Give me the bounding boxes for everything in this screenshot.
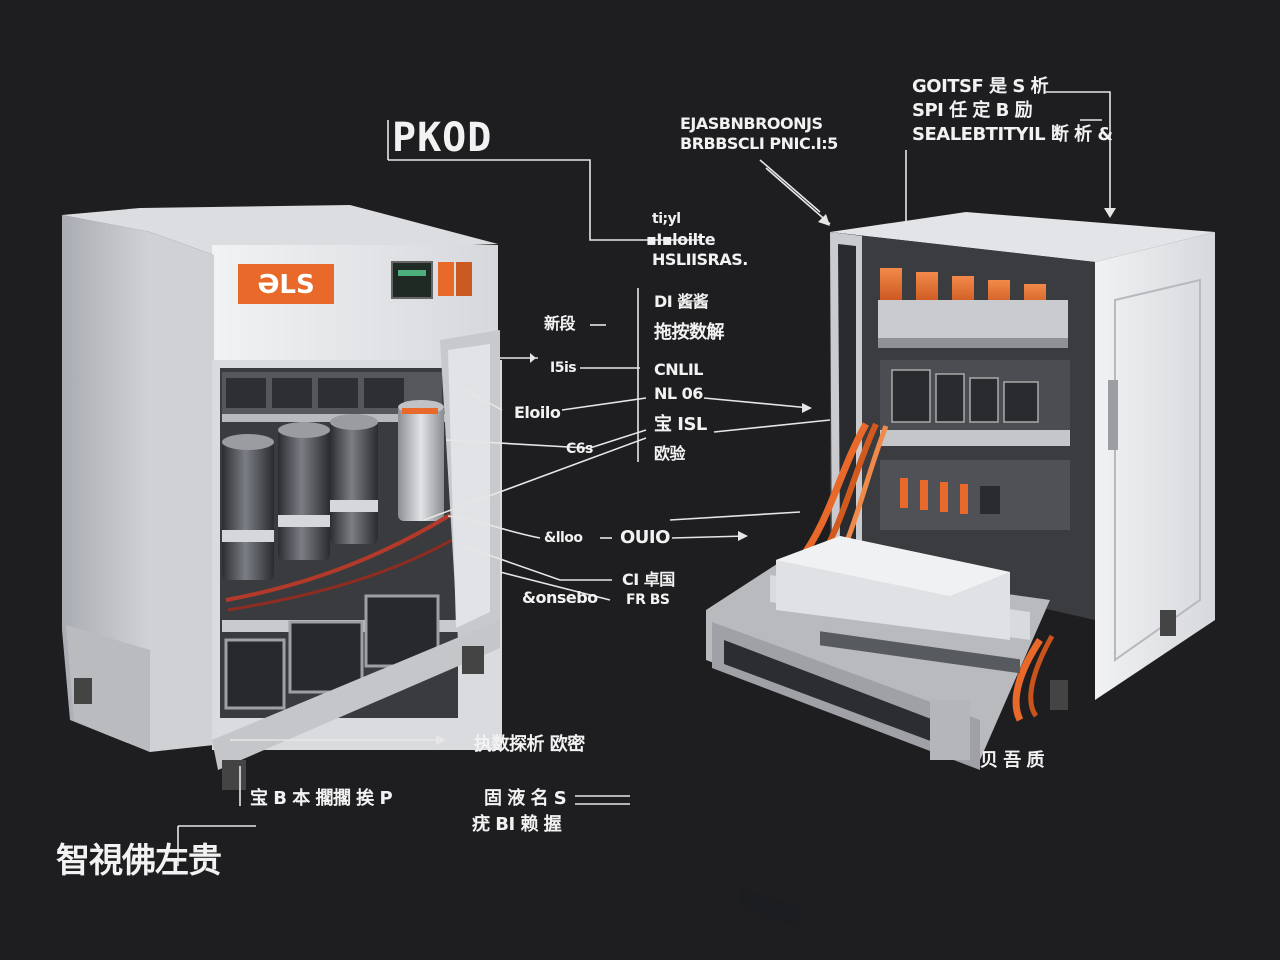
- label-c-left-2: I5is: [550, 360, 577, 376]
- label-c-left-5: &lloo: [544, 530, 583, 546]
- label-bottom-2: 宝 B 本 擱擱 挨 P: [250, 788, 393, 809]
- label-c-left-3: Eloilo: [514, 403, 561, 422]
- leader-arrows: [436, 208, 1116, 745]
- header-logo: PKOD: [392, 115, 493, 161]
- label-right-unit: 贝 吾 质: [980, 750, 1045, 771]
- label-c-mid-8: CI 卓国: [622, 570, 675, 589]
- capacitor-bank: [222, 400, 444, 580]
- label-top-right-2: SPI 任 定 B 励: [912, 100, 1033, 121]
- label-mid-small: ti;yl: [652, 211, 681, 227]
- left-cabinet-top: [62, 205, 498, 255]
- label-c-mid-5: 宝 ISL: [654, 414, 707, 435]
- indicator-light: [438, 262, 454, 296]
- right-cabinet-side: [1095, 232, 1215, 700]
- control-display: [391, 261, 433, 299]
- label-c-mid-2: 拖按数解: [654, 322, 725, 343]
- left-cabinet-frame: [150, 232, 214, 752]
- right-cabinet: [706, 212, 1215, 928]
- label-top-right-3: SEALEBTITYIL 断 析 &: [912, 124, 1113, 145]
- left-cabinet: ƏLS: [62, 205, 502, 790]
- leader-lines: [177, 91, 1111, 866]
- label-bottom-4: 疣 BI 赖 握: [472, 814, 562, 835]
- left-cabinet-base: [212, 620, 500, 770]
- bottom-title: 智視佛左贵: [56, 841, 222, 881]
- label-c-mid-3: CNLIL: [654, 360, 703, 379]
- label-top-center-1: EJASBNBROONJS: [680, 114, 823, 133]
- label-c-mid-1: DI 酱酱: [654, 292, 709, 311]
- label-c-mid-9: FR BS: [626, 592, 670, 608]
- label-c-mid-6: 欧验: [654, 444, 686, 463]
- label-top-center-2: BRBBSCLI PNIC.I:5: [680, 134, 838, 153]
- label-c-mid-4: NL 06: [654, 384, 703, 403]
- lower-compartment: [224, 638, 286, 710]
- label-c-left-1: 新段: [544, 314, 576, 333]
- label-c-left-4: C6s: [566, 441, 593, 457]
- label-top-right-1: GOITSF 是 S 析: [912, 76, 1049, 97]
- label-mid-2: HSLIISRAS.: [652, 250, 748, 269]
- label-c-left-6: &onsebo: [522, 588, 598, 607]
- left-unit-badge: [238, 264, 334, 304]
- label-c-mid-7: OUIO: [620, 527, 670, 548]
- label-mid-1: ▪I▪loilte: [646, 230, 716, 249]
- label-bottom-1: 执数探析 欧密: [474, 734, 585, 755]
- label-bottom-3: 固 液 名 S: [484, 788, 567, 809]
- left-cabinet-side: [62, 215, 150, 752]
- left-unit-badge-text: ƏLS: [257, 270, 314, 300]
- right-cabinet-top: [830, 212, 1215, 262]
